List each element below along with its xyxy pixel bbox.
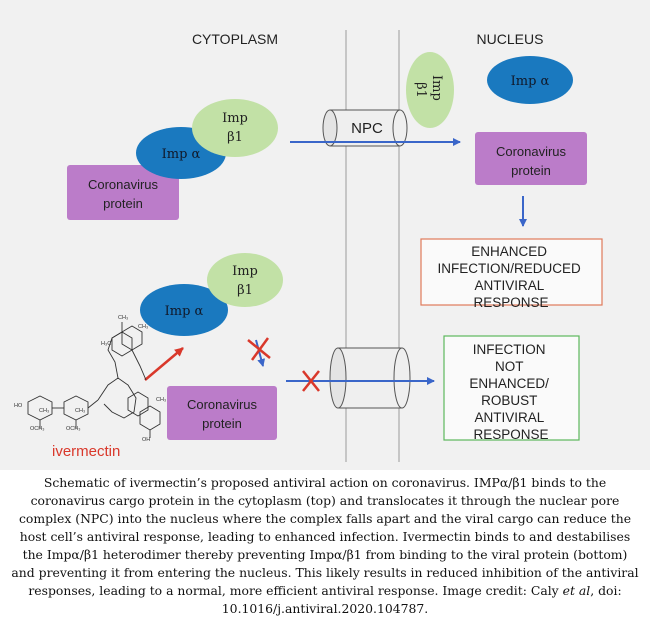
caption-text: Schematic of ivermectin’s proposed antiv… xyxy=(11,475,639,598)
top-npc-channel: NPC xyxy=(322,109,408,147)
svg-text:Coronavirus: Coronavirus xyxy=(496,144,567,159)
figure-caption: Schematic of ivermectin’s proposed antiv… xyxy=(10,474,640,618)
diagram-figure: CYTOPLASM NUCLEUS Coronavirus protein Im… xyxy=(0,0,650,470)
svg-text:β1: β1 xyxy=(227,130,243,145)
robust-response-box: INFECTION NOT ENHANCED/ ROBUST ANTIVIRAL… xyxy=(443,335,580,442)
bottom-protein-box: Coronavirus protein xyxy=(167,386,277,440)
nucleus-imp-alpha: Imp α xyxy=(487,56,573,104)
svg-text:CH₃: CH₃ xyxy=(156,397,166,403)
svg-text:CH₃: CH₃ xyxy=(39,408,49,414)
svg-text:CH₃: CH₃ xyxy=(75,408,85,414)
blocked-binding-x xyxy=(247,337,271,361)
top-imp-beta1: Imp β1 xyxy=(192,99,278,157)
ivermectin-binding-arrow xyxy=(144,347,184,381)
cytoplasm-label: CYTOPLASM xyxy=(192,31,278,47)
svg-text:ENHANCED INFECTION/REDUC: ENHANCED INFECTION/REDUCED ANTIVIRAL RES… xyxy=(437,244,584,310)
blocked-binding-arrow xyxy=(255,339,266,367)
ivermectin-structure xyxy=(27,322,161,438)
svg-text:CH₃: CH₃ xyxy=(138,324,148,330)
svg-text:Imp β1: Imp β1 xyxy=(413,75,444,105)
svg-text:Imp α: Imp α xyxy=(165,304,204,319)
svg-text:Imp: Imp xyxy=(232,264,258,279)
svg-text:protein: protein xyxy=(202,416,242,431)
svg-text:Coronavirus: Coronavirus xyxy=(88,177,159,192)
svg-text:OCH₃: OCH₃ xyxy=(66,426,80,432)
svg-text:CH₃: CH₃ xyxy=(118,315,128,321)
nucleus-label: NUCLEUS xyxy=(477,31,544,47)
blocked-import-x xyxy=(302,370,320,392)
diagram-canvas: CYTOPLASM NUCLEUS Coronavirus protein Im… xyxy=(14,30,603,462)
svg-text:INFECTION NOT ENHA: INFECTION NOT ENHANCED/ ROBUST ANTIVIRAL… xyxy=(469,342,552,442)
enhanced-infection-box: ENHANCED INFECTION/REDUCED ANTIVIRAL RES… xyxy=(420,238,603,310)
svg-text:HO: HO xyxy=(14,403,23,409)
svg-text:protein: protein xyxy=(511,163,551,178)
nucleus-imp-beta1: Imp β1 xyxy=(406,52,454,128)
svg-text:OH: OH xyxy=(142,437,150,443)
bottom-imp-beta1: Imp β1 xyxy=(207,253,283,307)
svg-text:β1: β1 xyxy=(237,283,253,298)
svg-text:Imp α: Imp α xyxy=(162,147,201,162)
nucleus-protein-box: Coronavirus protein xyxy=(475,132,587,185)
caption-etal: et al xyxy=(562,583,591,598)
svg-text:Imp: Imp xyxy=(222,111,248,126)
ivermectin-label: ivermectin xyxy=(52,443,120,460)
svg-text:H₃C: H₃C xyxy=(101,341,111,347)
svg-text:Imp α: Imp α xyxy=(511,74,550,89)
svg-text:protein: protein xyxy=(103,196,143,211)
svg-text:Coronavirus: Coronavirus xyxy=(187,397,258,412)
top-protein-box: Coronavirus protein xyxy=(67,165,179,220)
bottom-npc-channel xyxy=(329,347,411,409)
bottom-imp-alpha: Imp α xyxy=(140,284,228,336)
ivermectin-atom-labels: OCH₃ OCH₃ HO CH₃ CH₃ CH₃ CH₃ H₃C OH CH₃ xyxy=(14,315,166,443)
npc-label: NPC xyxy=(351,120,383,137)
svg-text:OCH₃: OCH₃ xyxy=(30,426,44,432)
